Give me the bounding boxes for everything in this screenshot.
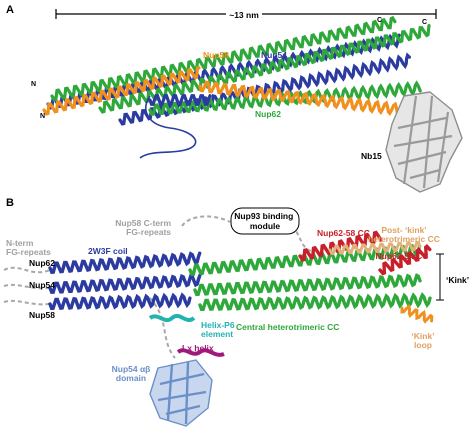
nterm-line-2: FG-repeats — [6, 247, 51, 257]
nup93-module-box — [230, 207, 300, 235]
postkink-line-1: Post- ‘kink’ — [381, 225, 426, 235]
nb15-label: Nb15 — [361, 151, 382, 161]
helixp6-line-2: element — [201, 329, 233, 339]
nup62-58-cc-label: Nup62-58 CC — [317, 228, 370, 238]
nup58-helix-a1 — [42, 66, 201, 116]
nup62-label-a: Nup62 — [255, 109, 281, 119]
lx-helix — [176, 348, 225, 357]
panel-a: A ~13 nm C C N N Nup58 Nup54 Nup62 Nb15 — [6, 4, 463, 193]
helix-p6-element — [148, 314, 196, 323]
panel-b: B Nup93 binding module — [3, 197, 469, 427]
nup54-loop-a — [139, 95, 197, 159]
nup54-ab-domain — [149, 359, 213, 427]
nup62-label-b: Nup62 — [29, 258, 55, 268]
tan-helix-b1 — [328, 241, 422, 255]
panel-a-helices — [42, 15, 431, 126]
lx-helix-label: Lx helix — [182, 343, 214, 353]
nup62-helix-a1 — [50, 15, 397, 102]
nb15-structure — [385, 91, 463, 193]
postkink-line-2: heterotrimeric CC — [368, 234, 440, 244]
nup62-helix-a3 — [148, 80, 422, 116]
nup58-helix-b1 — [48, 292, 192, 311]
nup58-label-b: Nup58 — [29, 310, 55, 320]
nup54-label-a: Nup54 — [261, 50, 287, 60]
central-helix-b2 — [193, 273, 422, 297]
helixp6-line-1: Helix-P6 — [201, 320, 235, 330]
nup93-module-label: Nup93 binding module — [234, 211, 295, 231]
kinkloop-line-1: ‘Kink’ — [411, 331, 434, 341]
nup58cterm-line-1: Nup58 C-term — [115, 218, 171, 228]
nup58cterm-line-2: FG-repeats — [126, 227, 171, 237]
c-terminus-label-1: C — [377, 17, 382, 24]
kink-loop-helix — [400, 303, 434, 324]
nup54-helix-b1 — [48, 273, 202, 294]
nup54ab-line-1: Nup54 αβ — [112, 364, 151, 374]
kinkloop-line-2: loop — [414, 340, 432, 350]
nup54-helix-a3 — [148, 94, 212, 106]
nup58-helix-a2 — [198, 80, 422, 120]
central-cc-label: Central heterotrimeric CC — [236, 322, 339, 332]
panel-a-label: A — [6, 4, 14, 16]
n-terminus-label-1: N — [31, 81, 36, 88]
kink-loop-label: ‘Kink’loop — [411, 331, 434, 350]
nup54ab-line-2: domain — [116, 373, 146, 383]
panel-b-helices — [48, 230, 434, 324]
kink-label: ‘Kink’ — [446, 275, 469, 285]
nterm-line-1: N-term — [6, 238, 34, 248]
nup54-label-b: Nup54 — [29, 280, 55, 290]
red-cc-helix-b1 — [298, 230, 383, 262]
panel-b-label: B — [6, 197, 14, 209]
nup93-line-2: module — [250, 221, 280, 231]
scale-bar — [55, 9, 437, 20]
2w3f-coil-label: 2W3F coil — [88, 246, 128, 256]
kink-bracket — [436, 253, 444, 301]
nup93-line-1: Nup93 binding — [234, 211, 293, 221]
scale-bar-label: ~13 nm — [229, 10, 259, 20]
central-helix-b3 — [198, 292, 432, 311]
post-kink-label: Post- ‘kink’heterotrimeric CC — [368, 225, 440, 244]
nup58-label-a: Nup58 — [203, 50, 229, 60]
nup62-54-cc-label: Nup62-54 CC — [376, 251, 429, 261]
n-terminus-label-2: N — [40, 113, 45, 120]
c-terminus-label-2: C — [422, 19, 427, 26]
nup62-helix-b1 — [48, 251, 202, 274]
red-cc-helix-b2 — [378, 243, 432, 276]
